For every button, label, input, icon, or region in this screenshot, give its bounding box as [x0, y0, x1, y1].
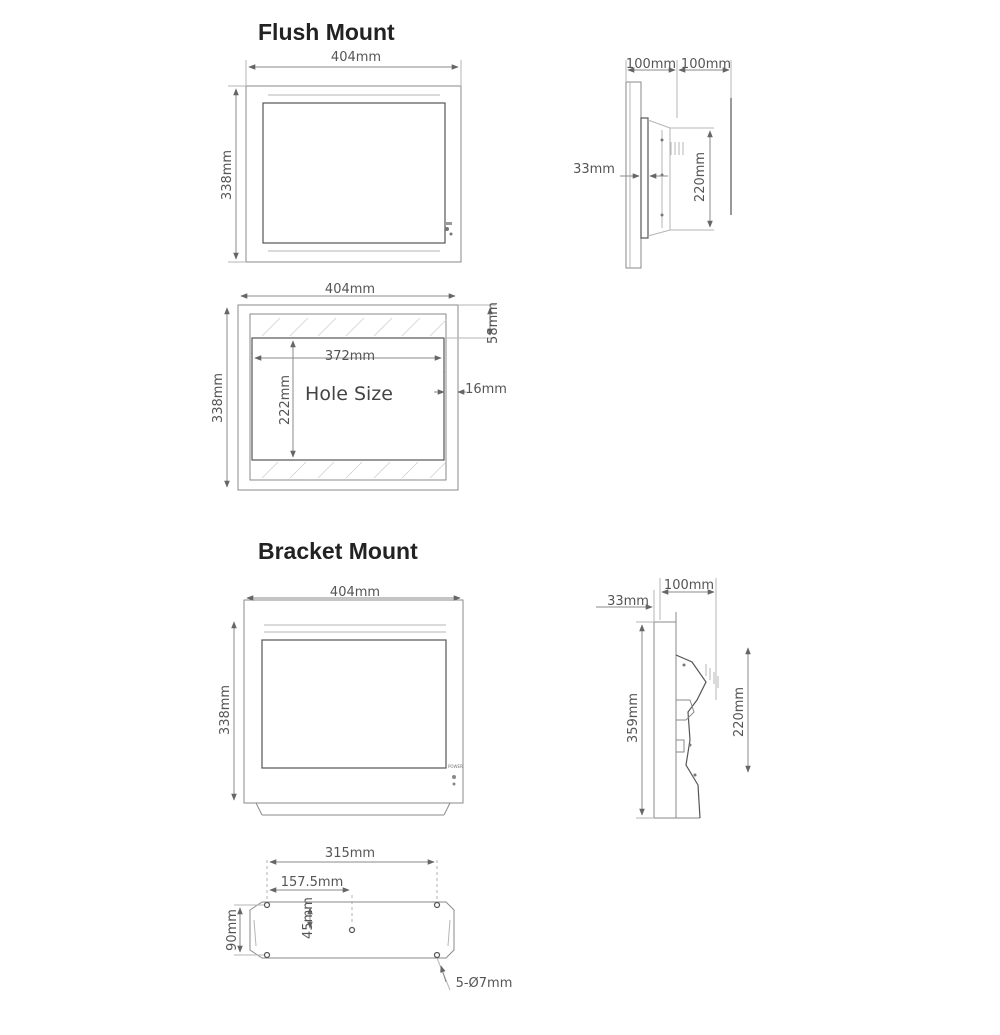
flush-cutout-view: 404mm 338mm 372mm 222mm Hole Size 58mm 1…: [211, 282, 507, 491]
bracket-mount-title: Bracket Mount: [258, 538, 418, 564]
flush-side-depth-b-label: 100mm: [681, 57, 731, 72]
flush-mount-title: Flush Mount: [258, 19, 395, 45]
base-height-label: 90mm: [225, 909, 240, 951]
bracket-front-height-label: 338mm: [218, 685, 233, 735]
cutout-side-margin-label: 16mm: [465, 382, 507, 397]
base-mid-height-label: 45mm: [301, 897, 316, 939]
flush-front-view: 404mm 338mm: [220, 50, 462, 263]
bracket-front-view: POWER 404mm 338mm: [218, 585, 464, 816]
flush-side-bracket-height-label: 220mm: [693, 152, 708, 202]
cutout-outer-width-label: 404mm: [325, 282, 375, 297]
cutout-top-margin-label: 58mm: [486, 302, 501, 344]
cutout-hole-size-label: Hole Size: [305, 383, 393, 405]
cutout-outer-height-label: 338mm: [211, 373, 226, 423]
bracket-side-total-height-label: 359mm: [626, 693, 641, 743]
flush-side-depth-a-label: 100mm: [626, 57, 676, 72]
bracket-base-view: 315mm 157.5mm 90mm 45mm 5-Ø7mm: [225, 846, 512, 991]
cutout-hole-width-label: 372mm: [325, 349, 375, 364]
flush-front-height-label: 338mm: [220, 150, 235, 200]
bracket-side-offset-label: 33mm: [607, 594, 649, 609]
bracket-side-depth-label: 100mm: [664, 578, 714, 593]
base-width-label: 315mm: [325, 846, 375, 861]
bracket-side-view: 100mm 33mm 359mm 220mm: [596, 578, 751, 819]
flush-side-offset-label: 33mm: [573, 162, 615, 177]
bracket-front-width-label: 404mm: [330, 585, 380, 600]
flush-front-width-label: 404mm: [331, 50, 381, 65]
base-half-width-label: 157.5mm: [281, 875, 344, 890]
cutout-hole-height-label: 222mm: [278, 375, 293, 425]
flush-side-view: 100mm 100mm 33mm 220mm: [573, 57, 732, 269]
base-holes-label: 5-Ø7mm: [456, 976, 513, 991]
svg-text:POWER: POWER: [448, 764, 463, 769]
bracket-side-bracket-height-label: 220mm: [732, 687, 747, 737]
